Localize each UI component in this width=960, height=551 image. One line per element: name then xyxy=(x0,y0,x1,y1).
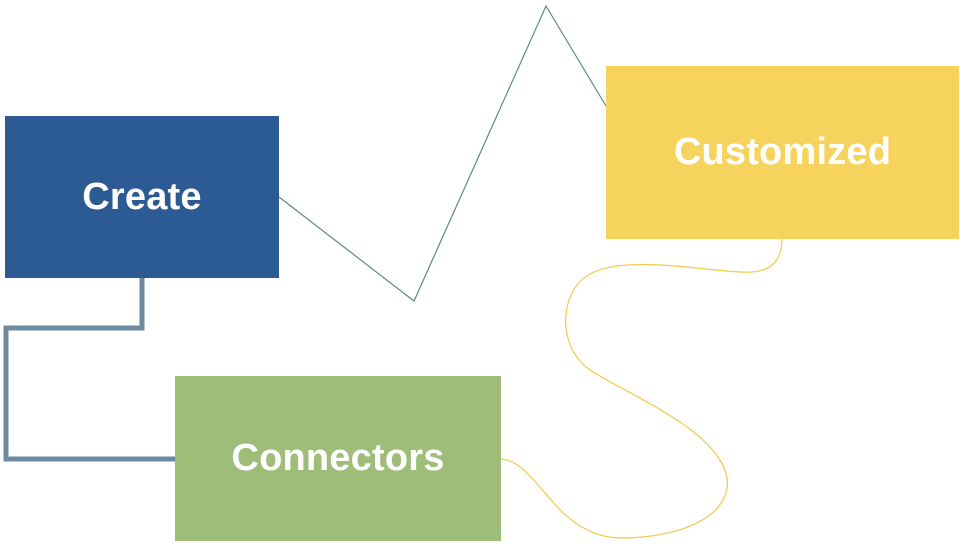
node-connectors-label: Connectors xyxy=(231,437,445,479)
node-connectors[interactable]: Connectors xyxy=(175,376,501,541)
node-create-label: Create xyxy=(82,175,202,218)
connector-elbow xyxy=(3,278,175,462)
node-customized[interactable]: Customized xyxy=(606,66,959,239)
node-customized-label: Customized xyxy=(673,131,892,173)
node-create[interactable]: Create xyxy=(5,116,279,278)
connector-zigzag xyxy=(278,4,607,302)
connector-curved xyxy=(500,238,783,539)
